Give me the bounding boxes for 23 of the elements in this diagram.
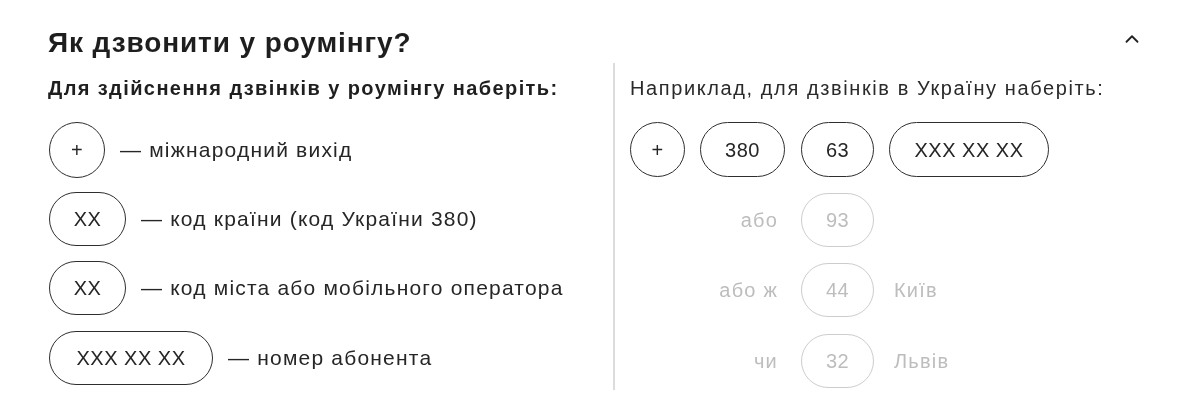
code-description: — код країни (код України 380)	[141, 206, 478, 233]
city-name: Львів	[894, 349, 950, 374]
dial-code-pill: 93	[801, 193, 874, 247]
dial-code-pill: 63	[801, 122, 874, 177]
dial-code-pill: 44	[801, 263, 874, 317]
dial-code-pill: 380	[700, 122, 785, 177]
instruction-heading: Для здійснення дзвінків у роумінгу наберіть:	[48, 76, 559, 101]
conjunction-text: або ж	[719, 278, 778, 303]
dial-code-pill: XX	[49, 261, 126, 315]
city-name: Київ	[894, 278, 938, 303]
dial-code-pill: XXX XX XX	[889, 122, 1049, 177]
code-description: — код міста або мобільного оператора	[141, 275, 564, 302]
dial-code-pill: XXX XX XX	[49, 331, 213, 385]
conjunction-text: або	[740, 208, 778, 233]
conjunction-text: чи	[754, 349, 778, 374]
code-description: — міжнародний вихід	[120, 137, 353, 164]
dial-code-pill: +	[49, 122, 105, 178]
dial-code-pill: 32	[801, 334, 874, 388]
dial-code-pill: +	[630, 122, 685, 177]
code-description: — номер абонента	[228, 345, 433, 372]
dial-code-pill: XX	[49, 192, 126, 246]
example-heading: Наприклад, для дзвінків в Україну наберіть:	[630, 76, 1105, 101]
section-title: Як дзвонити у роумінгу?	[48, 26, 412, 60]
